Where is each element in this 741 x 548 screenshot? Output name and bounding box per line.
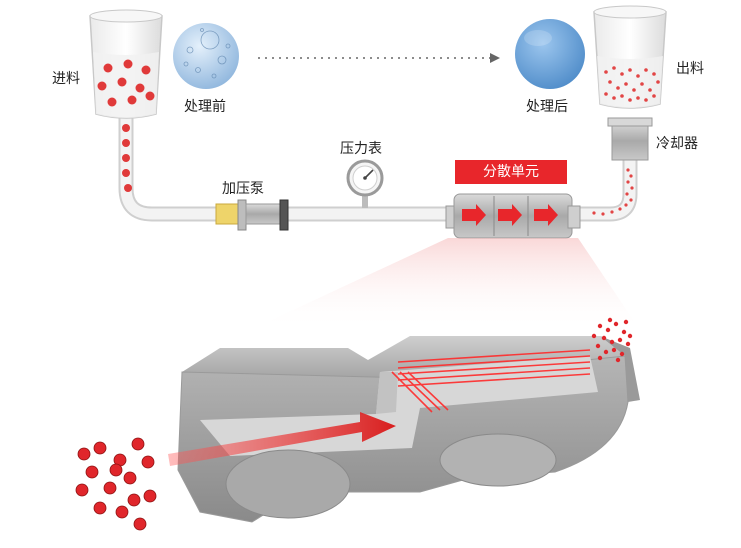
transform-arrow xyxy=(258,53,500,63)
sphere-after xyxy=(515,19,585,89)
label-pump: 加压泵 xyxy=(222,181,264,197)
input-droplets xyxy=(75,437,157,531)
output-pipe-droplets xyxy=(592,168,634,216)
label-after: 处理后 xyxy=(526,99,568,115)
label-cooler: 冷却器 xyxy=(656,136,698,152)
label-dispersion-unit: 分散单元 xyxy=(455,160,567,184)
cooler xyxy=(607,117,653,161)
dispersion-unit xyxy=(445,193,581,239)
output-cup xyxy=(593,5,667,109)
output-droplets xyxy=(591,317,633,363)
sphere-before xyxy=(173,23,239,89)
feed-pipe-droplets xyxy=(122,124,132,192)
zoom-projection xyxy=(250,238,640,330)
label-output: 出料 xyxy=(676,61,704,77)
label-before: 处理前 xyxy=(184,99,226,115)
pressure-pump xyxy=(215,199,289,231)
label-gauge: 压力表 xyxy=(340,141,382,157)
pressure-gauge xyxy=(346,159,384,208)
flow-arrow xyxy=(168,412,396,466)
cutaway-block xyxy=(177,336,640,523)
feed-cup xyxy=(89,9,163,119)
label-feed: 进料 xyxy=(52,71,80,87)
